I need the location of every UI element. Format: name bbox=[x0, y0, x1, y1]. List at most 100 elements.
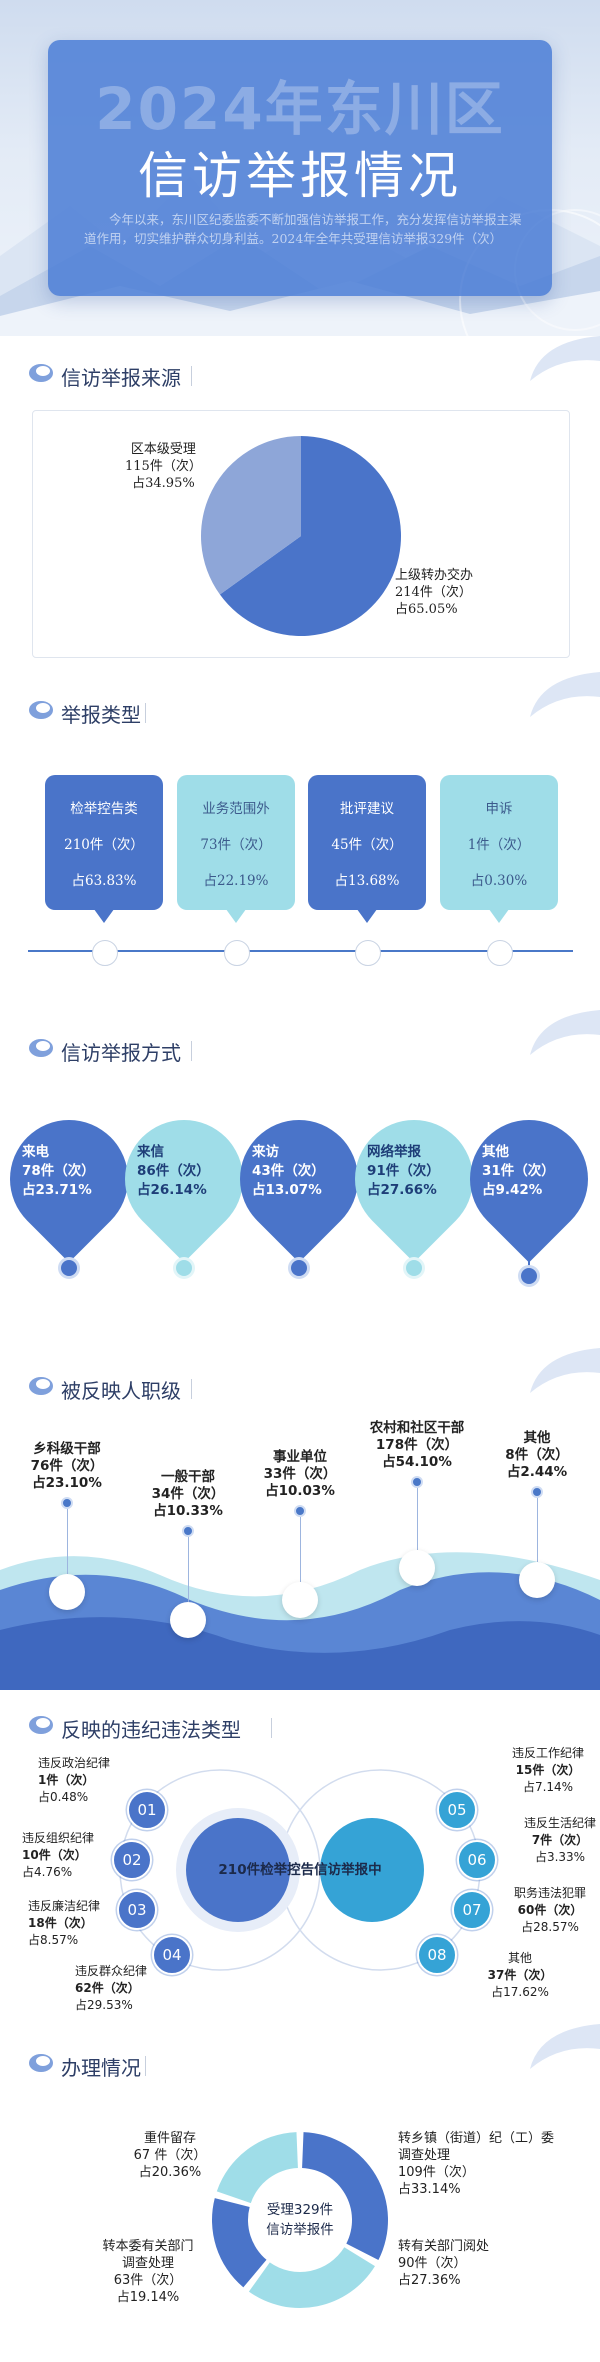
handling-donut-chart bbox=[212, 2132, 388, 2308]
handling-name: 转有关部门阅处 bbox=[398, 2239, 490, 2254]
corner-swoosh bbox=[530, 2024, 600, 2069]
level-share: 占23.10% bbox=[32, 1475, 102, 1491]
violation-share: 占29.53% bbox=[75, 1998, 133, 2012]
violation-number-badge: 07 bbox=[452, 1890, 492, 1930]
center-line: 受理329件 bbox=[266, 2202, 334, 2218]
violation-share: 占8.57% bbox=[28, 1933, 79, 1947]
violation-share: 占0.48% bbox=[38, 1790, 89, 1804]
swirl-icon bbox=[29, 364, 53, 382]
section-title: 信访举报方式 bbox=[61, 1041, 181, 1065]
slice-name: 区本级受理 bbox=[130, 442, 196, 457]
violation-share: 占28.57% bbox=[521, 1920, 579, 1934]
level-pin-line bbox=[417, 1488, 418, 1550]
slice-share: 占65.05% bbox=[395, 602, 458, 617]
violation-name: 违反工作纪律 bbox=[511, 1746, 584, 1760]
type-name: 批评建议 bbox=[340, 801, 394, 817]
violation-number-badge: 03 bbox=[117, 1890, 157, 1930]
slice-name: 上级转办交办 bbox=[395, 568, 474, 583]
swirl-icon bbox=[29, 1716, 53, 1734]
section-title: 反映的违纪违法类型 bbox=[61, 1718, 241, 1742]
method-name: 来访 bbox=[252, 1144, 279, 1160]
violation-number-badge: 06 bbox=[457, 1840, 497, 1880]
title-divider bbox=[145, 703, 146, 723]
violation-name: 违反群众纪律 bbox=[75, 1964, 148, 1978]
level-count: 76件（次） bbox=[30, 1458, 104, 1474]
method-name: 网络举报 bbox=[367, 1144, 421, 1160]
method-count: 86件（次） bbox=[137, 1163, 210, 1179]
type-count: 210件（次） bbox=[64, 837, 144, 853]
drop-stem bbox=[183, 1238, 185, 1260]
violations-center-label: 210件检举控告信访举报中 bbox=[218, 1862, 382, 1878]
method-name: 其他 bbox=[482, 1144, 509, 1160]
hero-banner: 2024年东川区 信访举报情况 今年以来，东川区纪委监委不断加强信访举报工作，充… bbox=[0, 0, 600, 336]
type-share: 占22.19% bbox=[203, 873, 269, 889]
level-pin-dot bbox=[411, 1476, 423, 1488]
violation-share: 占7.14% bbox=[522, 1780, 574, 1794]
source-label-superior: 上级转办交办 214件（次） 占65.05% bbox=[395, 567, 473, 618]
card-pointer bbox=[91, 905, 117, 923]
method-text: 来信 86件（次） 占26.14% bbox=[137, 1143, 257, 1200]
section-title: 办理情况 bbox=[61, 2056, 141, 2080]
type-share: 占13.68% bbox=[334, 873, 400, 889]
timeline-node bbox=[487, 940, 513, 966]
level-name: 一般干部 bbox=[161, 1469, 215, 1485]
drop-stem bbox=[298, 1238, 300, 1260]
violation-number-badge: 05 bbox=[437, 1790, 477, 1830]
method-share: 占13.07% bbox=[252, 1182, 322, 1198]
section-title: 举报类型 bbox=[61, 703, 141, 727]
level-node bbox=[519, 1562, 555, 1598]
corner-swoosh bbox=[530, 1348, 600, 1393]
drop-anchor bbox=[521, 1268, 537, 1284]
level-pin-dot bbox=[182, 1525, 194, 1537]
drop-anchor bbox=[61, 1260, 77, 1276]
wave-background bbox=[0, 1552, 600, 1690]
drop-anchor bbox=[291, 1260, 307, 1276]
method-share: 占26.14% bbox=[137, 1182, 207, 1198]
level-count: 178件（次） bbox=[375, 1437, 459, 1453]
level-node bbox=[399, 1550, 435, 1586]
card-pointer bbox=[486, 905, 512, 923]
type-name: 申诉 bbox=[485, 801, 513, 817]
level-name: 乡科级干部 bbox=[33, 1441, 101, 1457]
type-count: 1件（次） bbox=[467, 837, 531, 853]
level-pin-dot bbox=[294, 1505, 306, 1517]
level-name: 事业单位 bbox=[273, 1449, 327, 1465]
violation-name: 违反生活纪律 bbox=[523, 1816, 596, 1830]
timeline-line bbox=[28, 950, 573, 952]
swirl-icon bbox=[29, 701, 53, 719]
method-name: 来信 bbox=[137, 1144, 164, 1160]
slice-count: 214件（次） bbox=[395, 585, 472, 600]
level-name: 其他 bbox=[523, 1430, 551, 1446]
pie-slice bbox=[219, 436, 401, 636]
level-node bbox=[49, 1574, 85, 1610]
violation-count: 60件（次） bbox=[517, 1903, 583, 1917]
drop-anchor bbox=[406, 1260, 422, 1276]
donut-slice bbox=[216, 2132, 298, 2204]
section-title: 被反映人职级 bbox=[61, 1379, 181, 1403]
handling-share: 占19.14% bbox=[116, 2290, 180, 2305]
violation-share: 占3.33% bbox=[534, 1850, 586, 1864]
handling-share: 占20.36% bbox=[138, 2165, 202, 2180]
source-label-local: 区本级受理 115件（次） 占34.95% bbox=[125, 441, 202, 492]
method-share: 占23.71% bbox=[22, 1182, 92, 1198]
handling-share: 占27.36% bbox=[398, 2273, 461, 2288]
method-count: 31件（次） bbox=[482, 1163, 555, 1179]
slice-count: 115件（次） bbox=[125, 459, 202, 474]
level-count: 34件（次） bbox=[151, 1486, 225, 1502]
violation-name: 职务违法犯罪 bbox=[513, 1886, 586, 1900]
